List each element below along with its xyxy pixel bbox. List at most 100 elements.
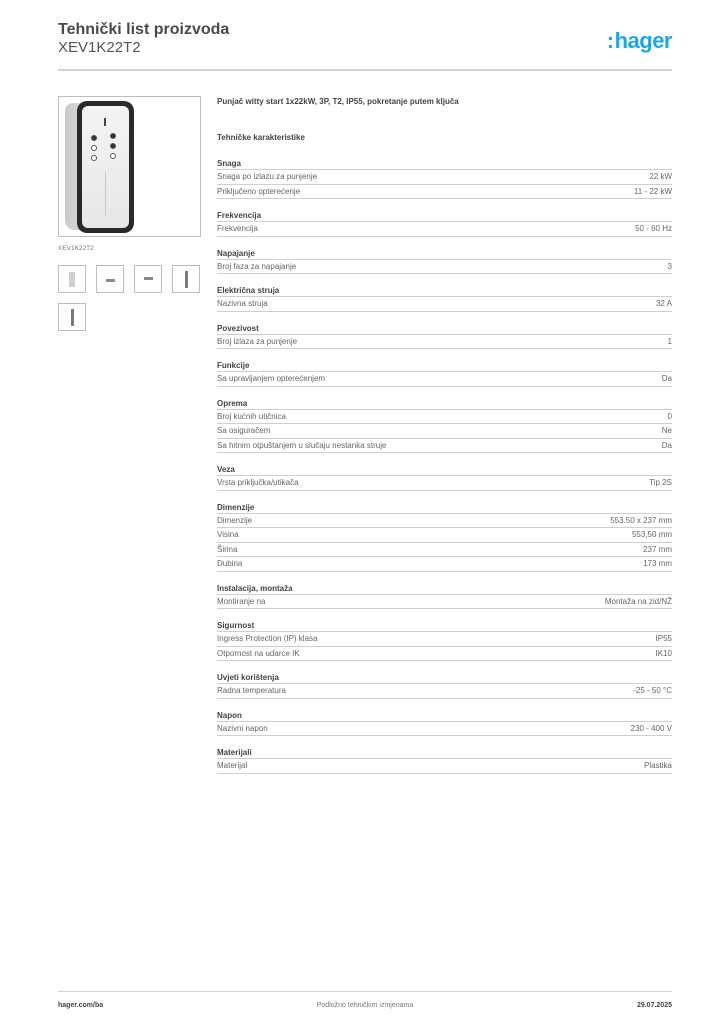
spec-row: Radna temperatura-25 - 50 °C xyxy=(217,684,672,699)
spec-group-heading: Veza xyxy=(217,464,672,476)
charger-button-icon xyxy=(91,145,97,151)
spec-label: Dubina xyxy=(217,559,243,568)
spec-value: IP55 xyxy=(655,634,672,643)
spec-value: 1 xyxy=(667,336,672,346)
spec-value: 50 - 60 Hz xyxy=(635,224,672,233)
spec-label: Broj kućnih utičnica xyxy=(217,411,286,421)
spec-label: Broj izlaza za punjenje xyxy=(217,336,298,346)
spec-value: Da xyxy=(661,440,672,450)
spec-group-heading: Oprema xyxy=(217,398,672,410)
product-description: Punjač witty start 1x22kW, 3P, T2, IP55,… xyxy=(217,97,459,106)
product-bottom-view-icon xyxy=(144,277,153,280)
spec-row: Dubina 173 mm xyxy=(217,557,672,572)
spec-label: Nazivna struja xyxy=(217,299,268,308)
spec-value: 230 - 400 V xyxy=(630,723,672,733)
specifications-column: Punjač witty start 1x22kW, 3P, T2, IP55,… xyxy=(217,96,672,785)
spec-value: 173 mm xyxy=(643,559,672,568)
spec-group-heading: Napajanje xyxy=(217,248,672,260)
spec-row: Priključeno opterećenje 11 - 22 kW xyxy=(217,185,672,199)
charger-button-icon xyxy=(110,153,116,159)
spec-row: Broj kućnih utičnica 0 xyxy=(217,410,672,424)
spec-value: 22 kW xyxy=(649,172,672,181)
spec-group-heading: Snaga xyxy=(217,158,672,170)
charger-button-icon xyxy=(91,155,97,161)
spec-label: Materijal xyxy=(217,761,248,770)
product-front-view-icon xyxy=(69,272,75,287)
image-caption: XEV1K22T2 xyxy=(58,245,94,252)
spec-row: Nazivna struja 32 A xyxy=(217,297,672,312)
thumbnail-1[interactable] xyxy=(58,265,86,293)
spec-label: Otpornost na udarce IK xyxy=(217,648,300,658)
spec-group-heading: Funkcije xyxy=(217,360,672,372)
thumbnail-3[interactable] xyxy=(134,265,162,293)
spec-group-heading: Frekvencija xyxy=(217,210,672,222)
spec-group-heading: Sigurnost xyxy=(217,620,672,632)
footer-notice: Podložno tehničkim izmjenama xyxy=(316,1002,414,1009)
spec-value: 11 - 22 kW xyxy=(633,186,672,196)
page-footer: Podložno tehničkim izmjenama hager.com/b… xyxy=(58,999,672,1013)
hager-logo: :hager xyxy=(607,28,673,54)
charger-button-icon xyxy=(91,135,97,141)
spec-value: 32 A xyxy=(655,299,672,308)
thumbnail-2[interactable] xyxy=(96,265,124,293)
spec-row: Sa hitnim otpuštanjem u slučaju nestanka… xyxy=(217,439,672,453)
product-side-view-icon xyxy=(71,309,74,326)
key-slot-icon xyxy=(104,118,106,126)
spec-group-heading: Napon xyxy=(217,710,672,722)
footer-website-link[interactable]: hager.com/ba xyxy=(58,1002,104,1009)
spec-label: Priključeno opterećenje xyxy=(217,186,301,196)
spec-value: 553.50 x 237 mm xyxy=(610,515,672,525)
spec-label: Ingress Protection (IP) klasa xyxy=(217,634,318,643)
spec-row: Ingress Protection (IP) klasa IP55 xyxy=(217,632,672,647)
spec-label: Sa upravljanjem opterećenjem xyxy=(217,374,326,383)
spec-group-heading: Uvjeti korištenja xyxy=(217,672,672,684)
spec-value: Tip 2S xyxy=(649,478,672,487)
charger-button-icon xyxy=(110,133,116,139)
spec-value: 553,50 mm xyxy=(631,530,672,539)
charger-panel xyxy=(82,106,129,228)
spec-label: Montiranje na xyxy=(217,596,266,606)
spec-value: -25 - 50 °C xyxy=(633,686,672,695)
thumbnail-4[interactable] xyxy=(172,265,200,293)
product-main-image[interactable] xyxy=(58,96,201,237)
product-code: XEV1K22T2 xyxy=(58,39,141,56)
spec-value: 237 mm xyxy=(643,544,672,554)
footer-divider xyxy=(58,991,672,992)
spec-group-heading: Električna struja xyxy=(217,285,672,297)
footer-date: 29.07.2025 xyxy=(636,1002,672,1009)
product-side-view-icon xyxy=(185,271,188,288)
logo-text: hager xyxy=(614,28,673,53)
product-top-view-icon xyxy=(106,279,115,282)
spec-value: 0 xyxy=(667,411,672,421)
thumbnail-5[interactable] xyxy=(58,303,86,331)
spec-group-heading: Instalacija, montaža xyxy=(217,583,672,595)
charger-front-shape xyxy=(77,101,134,233)
spec-group-heading: Povezivost xyxy=(217,323,672,335)
spec-label: Broj faza za napajanje xyxy=(217,261,297,271)
spec-label: Frekvencija xyxy=(217,224,258,233)
spec-label: Sa hitnim otpuštanjem u slučaju nestanka… xyxy=(217,440,387,450)
spec-value: Plastika xyxy=(643,761,672,770)
thumbnail-grid xyxy=(58,265,201,331)
